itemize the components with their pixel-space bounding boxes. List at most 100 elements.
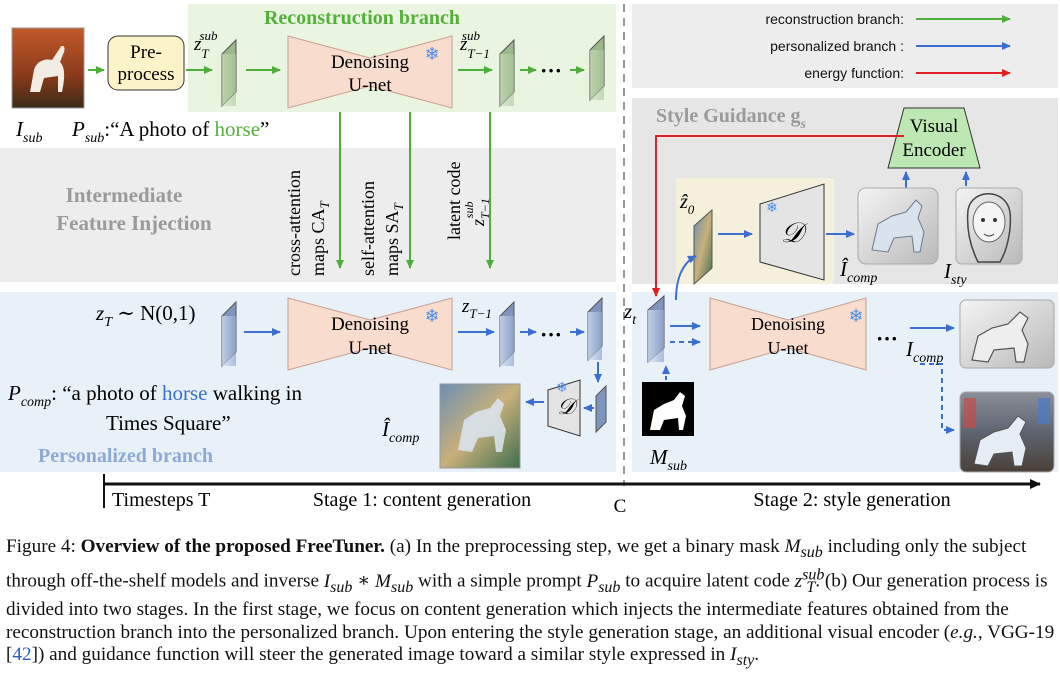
intermediate-feature-injection-panel [0, 148, 616, 282]
zt-label: zt [623, 299, 637, 328]
visual-encoder-label-line1: Visual [910, 116, 958, 137]
I-comp-label: Icomp [905, 337, 943, 366]
pers-unet-frozen-icon: ❄ [424, 306, 439, 326]
decoder-pers-shape [547, 379, 581, 437]
I-comp-hat-stage2-label: Îcomp [839, 257, 877, 286]
I-sub-label: Isub [15, 117, 42, 146]
zT1-sub-label: zT−1sub [459, 28, 490, 61]
legend-reconstruction-label: reconstruction branch: [765, 11, 904, 27]
timeline-c-mark: C [614, 496, 627, 517]
legend-personalized-label: personalized branch : [770, 38, 904, 54]
decoder-style-shape [759, 183, 825, 281]
figure-caption: Figure 4: Overview of the proposed FreeT… [6, 536, 1056, 673]
P-sub-prompt: Psub:“A photo of horse” [71, 117, 269, 146]
P-comp-prompt-line2: Times Square” [106, 411, 231, 435]
M-sub-mask-image [642, 382, 694, 436]
timeline-stage1-label: Stage 1: content generation [313, 489, 531, 511]
caption-figure-label: Figure 4: [6, 536, 76, 557]
caption-citation-link[interactable]: 42 [12, 644, 32, 666]
stage2-unet-label-line1: Denoising [751, 314, 825, 334]
I-comp-output-image [959, 299, 1055, 369]
caption-part-1: (a) In the preprocessing step, we get a … [384, 536, 785, 557]
caption-M-sub-2: Msub [375, 570, 414, 596]
caption-part-6: , VGG-19 [ [6, 621, 1055, 666]
visual-encoder-shape [887, 107, 981, 169]
caption-I-sub: Isub [323, 570, 353, 596]
injection-title-line2: Feature Injection [56, 211, 212, 235]
zT-sub-label: zTsub [193, 28, 218, 61]
latent-code-label-line1: latent code [444, 162, 464, 240]
freetuner-overview-diagram: reconstruction branch: personalized bran… [0, 4, 1058, 517]
visual-encoder-label-line2: Encoder [902, 140, 966, 161]
times-square-composite-image [959, 391, 1055, 473]
self-attention-label-line1: self-attention [358, 181, 378, 276]
latent-final-personalized [587, 296, 603, 362]
caption-part-2: including only the subject through off-t… [6, 536, 1027, 592]
preprocess-box [107, 35, 185, 91]
latent-zT-personalized [221, 300, 237, 368]
latent-code-label-line2: zT−1sub [462, 198, 492, 227]
caption-part-7: ]) and guidance function will steer the … [31, 644, 731, 666]
caption-part-4: to acquire latent code [625, 570, 795, 592]
injection-title-line1: Intermediate [66, 183, 183, 207]
decoder-pers-label: 𝒟 [557, 394, 579, 419]
I-sty-label: Isty [943, 259, 967, 288]
caption-star: ∗ [352, 570, 376, 592]
caption-M-sub: Msub [784, 536, 823, 561]
caption-I-sty: Isty [730, 644, 755, 670]
latent-zT1-sub [499, 38, 515, 108]
decoder-style-frozen-icon: ❄ [766, 201, 778, 216]
caption-eg: e.g. [950, 621, 978, 643]
I-comp-hat-sketch-image [857, 187, 939, 265]
recon-unet-shape [287, 35, 453, 109]
reconstruction-branch-title: Reconstruction branch [264, 7, 460, 29]
zT-normal-label: zT ∼ N(0,1) [95, 301, 195, 330]
decoder-pers-frozen-icon: ❄ [556, 381, 568, 396]
latent-zt-stage2 [647, 294, 665, 364]
latent-zT-sub [221, 38, 237, 108]
stage2-unet-shape [709, 297, 867, 371]
noisy-comp-image [439, 383, 521, 469]
personalized-branch-title: Personalized branch [38, 445, 213, 467]
timeline-timesteps-label: Timesteps T [112, 489, 210, 511]
latent-small-pers [595, 384, 607, 434]
cross-attention-label-line1: cross-attention [284, 170, 304, 276]
zT1-pers-label: zT−1 [461, 296, 492, 321]
legend-energy-label: energy function: [804, 65, 904, 81]
pers-unet-shape [287, 297, 453, 371]
z0-hat-label: ẑ0 [679, 191, 695, 217]
latent-z0-hat [693, 208, 713, 286]
arrow-zt-to-z0-hat [675, 255, 697, 301]
preprocess-label-line1: Pre- [130, 42, 162, 63]
I-sty-style-image [955, 187, 1023, 265]
cross-attention-label-line2: maps CAT [308, 201, 332, 277]
M-sub-label: Msub [649, 445, 687, 474]
stage2-unet-label-line2: U-net [768, 338, 809, 358]
latent-zT1-personalized [499, 300, 515, 368]
recon-ellipsis: ··· [540, 58, 562, 83]
stage2-ellipsis: ··· [876, 326, 898, 351]
caption-z-latent: zsubT [794, 566, 825, 596]
caption-part-3: with a simple prompt [413, 570, 587, 592]
self-attention-label-line2: maps SAT [382, 202, 406, 276]
energy-function-path [652, 135, 904, 297]
preprocess-label-line2: process [118, 64, 175, 85]
arrow-ellipsis-to-composite-dashed [920, 363, 955, 434]
caption-part-5: . (b) Our generation process is divided … [6, 570, 1048, 643]
caption-bold-title: Overview of the proposed FreeTuner. [80, 536, 385, 557]
P-comp-prompt-line1: Pcomp: “a photo of horse walking in [7, 381, 302, 410]
style-guidance-title: Style Guidance gs [656, 105, 806, 132]
caption-P-sub: Psub [586, 570, 621, 596]
input-subject-photo [11, 27, 85, 109]
I-comp-hat-pers-label: Îcomp [381, 417, 419, 446]
recon-unet-label-line1: Denoising [331, 52, 410, 73]
stage2-unet-frozen-icon: ❄ [848, 306, 863, 326]
pers-unet-label-line1: Denoising [331, 314, 410, 335]
latent-final-recon [589, 34, 605, 102]
timeline-stage2-label: Stage 2: style generation [753, 489, 950, 511]
recon-unet-frozen-icon: ❄ [424, 44, 439, 64]
pers-unet-label-line2: U-net [348, 338, 392, 359]
caption-part-8: . [754, 644, 760, 666]
recon-unet-label-line2: U-net [348, 75, 392, 96]
pers-ellipsis: ··· [540, 322, 562, 347]
